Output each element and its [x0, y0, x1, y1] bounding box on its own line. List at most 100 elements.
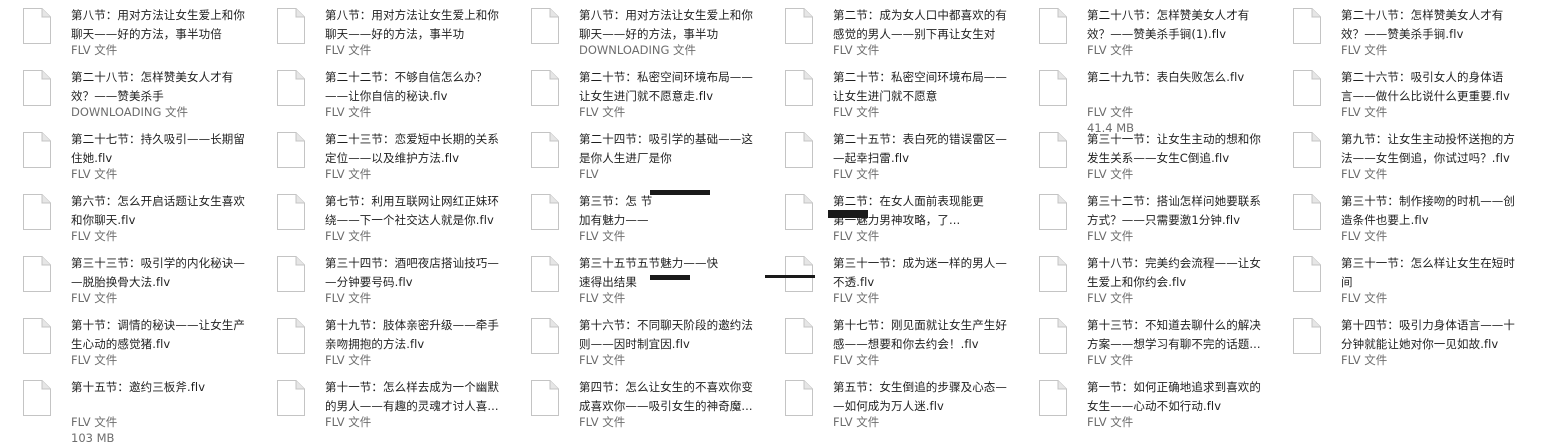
file-name: 第十一节：怎么样去成为一个幽默 的男人——有趣的灵魂才讨人喜...: [325, 380, 499, 413]
file-type: FLV 文件: [325, 291, 372, 305]
file-item[interactable]: 第十一节：怎么样去成为一个幽默 的男人——有趣的灵魂才讨人喜... FLV 文件: [254, 372, 504, 432]
file-item[interactable]: 第二节：成为女人口中都喜欢的有 感觉的男人——别下再让女生对你...FLV 文件: [762, 0, 1012, 60]
file-item[interactable]: 第四节：怎么让女生的不喜欢你变 成喜欢你——吸引女生的神奇魔...FLV 文件: [508, 372, 758, 432]
file-icon: [22, 379, 52, 417]
file-type: FLV 文件: [71, 43, 118, 57]
file-icon: [22, 7, 52, 45]
file-type: FLV 文件: [833, 43, 880, 57]
file-item[interactable]: 第八节：用对方法让女生爱上和你 聊天——好的方法，事半功倍.flv...FLV …: [254, 0, 504, 60]
file-name: 第三十四节：酒吧夜店搭讪技巧— —分钟要号码.flv: [325, 256, 499, 289]
file-icon: [1038, 317, 1068, 355]
file-name: 第二十三节：恋爱短中长期的关系 定位——以及维护方法.flv: [325, 132, 499, 165]
file-icon: [276, 131, 306, 169]
file-item[interactable]: 第三十一节：怎么样让女生在短时间 内爱上你——让你开启急速恋爱... FLV 文件: [1270, 248, 1520, 308]
file-item[interactable]: 第二十节：私密空间环境布局—— 让女生进门就不愿意走.flv.baiduy...…: [762, 62, 1012, 122]
file-name: 第二十二节：不够自信怎么办？ ——让你自信的秘诀.flv: [325, 70, 488, 103]
file-icon: [530, 193, 560, 231]
file-type: FLV 文件: [71, 353, 118, 367]
file-type: FLV 文件: [1087, 353, 1134, 367]
file-icon: [784, 69, 814, 107]
redaction-mark: [765, 275, 815, 278]
file-name: 第一节：如何正确地追求到喜欢的 女生——心动不如行动.flv: [1087, 380, 1261, 413]
file-icon: [1038, 255, 1068, 293]
file-type: FLV 文件: [325, 353, 372, 367]
file-type: FLV 文件: [833, 291, 880, 305]
redaction-mark: [828, 210, 868, 218]
file-type: FLV 文件: [579, 415, 626, 429]
file-item[interactable]: 第十三节：不知道去聊什么的解决 方案——想学习有聊不完的话题... FLV 文件: [1016, 310, 1266, 370]
file-size: 41.4 MB: [1087, 121, 1135, 135]
file-type: FLV 文件: [71, 415, 118, 429]
file-type: FLV 文件: [1087, 415, 1134, 429]
file-type: DOWNLOADING 文件: [71, 105, 189, 119]
file-type: FLV 文件: [71, 229, 118, 243]
file-name: 第三节：怎 节 加有魅力——: [579, 194, 653, 227]
file-type: FLV 文件: [1341, 43, 1388, 57]
file-item[interactable]: 第八节：用对方法让女生爱上和你 聊天——好的方法，事半功倍.flv...DOWN…: [508, 0, 758, 60]
file-name: 第三十一节：成为迷一样的男人— 不透.flv: [833, 256, 1007, 289]
file-icon: [1292, 193, 1322, 231]
file-icon: [276, 255, 306, 293]
file-type: FLV 文件: [579, 353, 626, 367]
file-item[interactable]: 第八节：用对方法让女生爱上和你 聊天——好的方法，事半功倍(1)....FLV …: [0, 0, 250, 60]
file-type: FLV 文件: [325, 415, 372, 429]
file-icon: [276, 317, 306, 355]
file-size: 103 MB: [71, 431, 115, 445]
file-icon: [530, 379, 560, 417]
file-name: 第十三节：不知道去聊什么的解决 方案——想学习有聊不完的话题...: [1087, 318, 1261, 351]
file-name: 第十七节：刚见面就让女生产生好 感——想要和你去约会！.flv: [833, 318, 1007, 351]
file-type: FLV 文件: [71, 291, 118, 305]
file-icon: [784, 7, 814, 45]
file-icon: [1038, 379, 1068, 417]
file-name: 第二十八节：怎样赞美女人才有 效？——赞美杀手锏(1).flv: [1087, 8, 1250, 41]
file-icon: [1292, 317, 1322, 355]
file-type: FLV 文件: [833, 105, 880, 119]
file-type: DOWNLOADING 文件: [579, 43, 697, 57]
file-item[interactable]: 第二节：在女人面前表现能更 第一魅力男神攻略，了...FLV 文件: [762, 186, 1012, 246]
file-item[interactable]: 第二十八节：怎样赞美女人才有 效？——赞美杀手锏.flv.baiduyu...D…: [0, 62, 250, 122]
file-name: 第三十一节：让女生主动的想和你 发生关系——女生C倒追.flv: [1087, 132, 1261, 165]
file-icon: [1292, 131, 1322, 169]
file-type: FLV 文件: [1341, 291, 1388, 305]
file-name: 第十九节：肢体亲密升级——牵手 亲吻拥抱的方法.flv: [325, 318, 499, 351]
file-type: FLV 文件: [325, 229, 372, 243]
file-type: FLV 文件: [1087, 291, 1134, 305]
file-icon: [22, 193, 52, 231]
file-name: 第十六节：不同聊天阶段的邀约法 则——因时制宜因.flv: [579, 318, 753, 351]
file-type: FLV 文件: [579, 105, 626, 119]
file-item[interactable]: 第三节：怎 节 加有魅力——FLV 文件: [508, 186, 758, 246]
file-name: 第九节：让女生主动投怀送抱的方 法——女生倒追，你试过吗？.flv: [1341, 132, 1515, 165]
file-name: 第三十一节：怎么样让女生在短时间 内爱上你——让你开启急速恋爱...: [1341, 256, 1515, 289]
file-icon: [22, 69, 52, 107]
file-icon: [530, 255, 560, 293]
